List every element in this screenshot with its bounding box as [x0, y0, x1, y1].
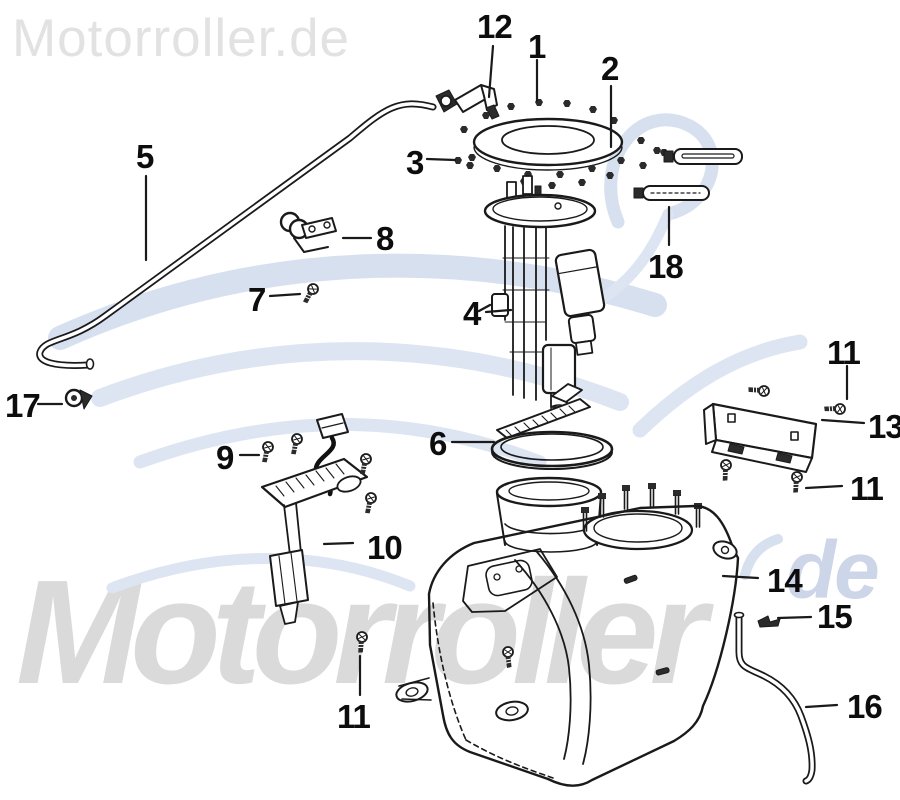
callout-1: 1 — [528, 28, 546, 65]
callout-18: 18 — [648, 248, 684, 285]
filler-neck — [495, 476, 603, 553]
callout-10: 10 — [367, 529, 403, 566]
fuel-level-sender — [257, 413, 379, 625]
screw-7 — [298, 281, 321, 306]
watermark-top-left: Motorroller.de — [12, 9, 351, 68]
spacer-pins — [633, 148, 743, 201]
bolt-11-bottom — [353, 630, 369, 655]
callout-2: 2 — [601, 50, 619, 87]
fuel-hose — [36, 100, 437, 370]
pump-mounting-ring — [453, 98, 669, 190]
leader-lines — [36, 44, 866, 709]
fuel-pump-assembly — [477, 175, 606, 412]
mounting-bracket — [703, 382, 847, 495]
strainer-plate — [496, 383, 591, 439]
clip-15 — [757, 615, 781, 628]
callout-12: 12 — [477, 8, 513, 45]
callout-11c: 11 — [337, 698, 371, 735]
callout-9: 9 — [216, 439, 234, 476]
callout-3: 3 — [406, 144, 424, 181]
callout-7: 7 — [248, 281, 266, 318]
callout-14: 14 — [767, 562, 803, 599]
callout-15: 15 — [817, 598, 853, 635]
callout-17: 17 — [5, 387, 41, 424]
callout-6: 6 — [429, 425, 447, 462]
callout-13: 13 — [868, 408, 900, 445]
gasket-ring — [490, 430, 614, 470]
callout-5: 5 — [136, 138, 154, 175]
tank-flange-ring — [580, 482, 703, 551]
hose-elbow-fitting — [435, 84, 500, 120]
callout-8: 8 — [376, 220, 394, 257]
fuel-tank — [395, 504, 740, 787]
callout-16: 16 — [847, 688, 883, 725]
callout-11a: 11 — [827, 334, 861, 371]
hose-clamp-17 — [64, 388, 93, 410]
hose-clamp-bracket — [279, 211, 337, 253]
drain-hose — [733, 611, 816, 785]
callout-11b: 11 — [850, 470, 884, 507]
watermark-bottom-accent: de — [786, 525, 880, 616]
callout-4: 4 — [463, 295, 481, 332]
